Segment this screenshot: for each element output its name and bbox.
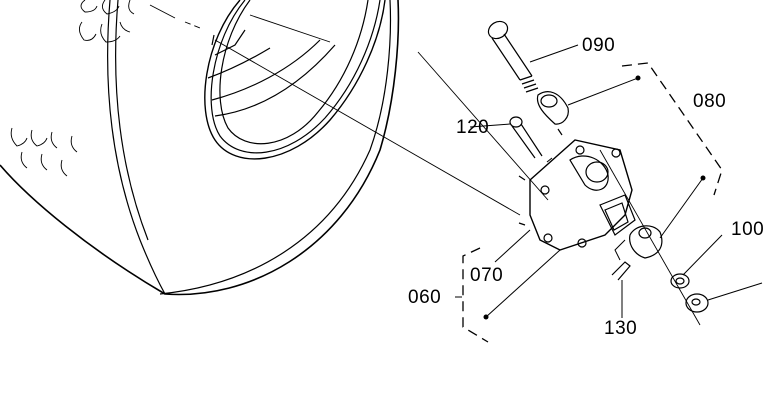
hub — [518, 128, 636, 251]
collar — [536, 91, 569, 125]
nut — [685, 293, 709, 313]
callout-100[interactable]: 100 — [731, 219, 765, 240]
axis-lines — [149, 4, 701, 326]
bolt-090 — [487, 20, 539, 93]
washer-100 — [670, 273, 690, 289]
callout-080[interactable]: 080 — [693, 91, 727, 112]
callout-130[interactable]: 130 — [604, 318, 638, 339]
cotter-pin-130 — [611, 261, 631, 281]
wheel-rim — [204, 0, 386, 160]
leader-lines — [455, 44, 763, 318]
callout-060[interactable]: 060 — [408, 287, 442, 308]
callout-070[interactable]: 070 — [470, 265, 504, 286]
cap-080 — [629, 225, 663, 259]
callout-090[interactable]: 090 — [582, 35, 616, 56]
callout-120[interactable]: 120 — [456, 117, 490, 138]
group-brackets — [462, 62, 723, 343]
bracket-dots — [483, 75, 706, 320]
tire-tread — [10, 0, 135, 177]
pin-120 — [509, 116, 543, 159]
tire — [0, 0, 400, 296]
